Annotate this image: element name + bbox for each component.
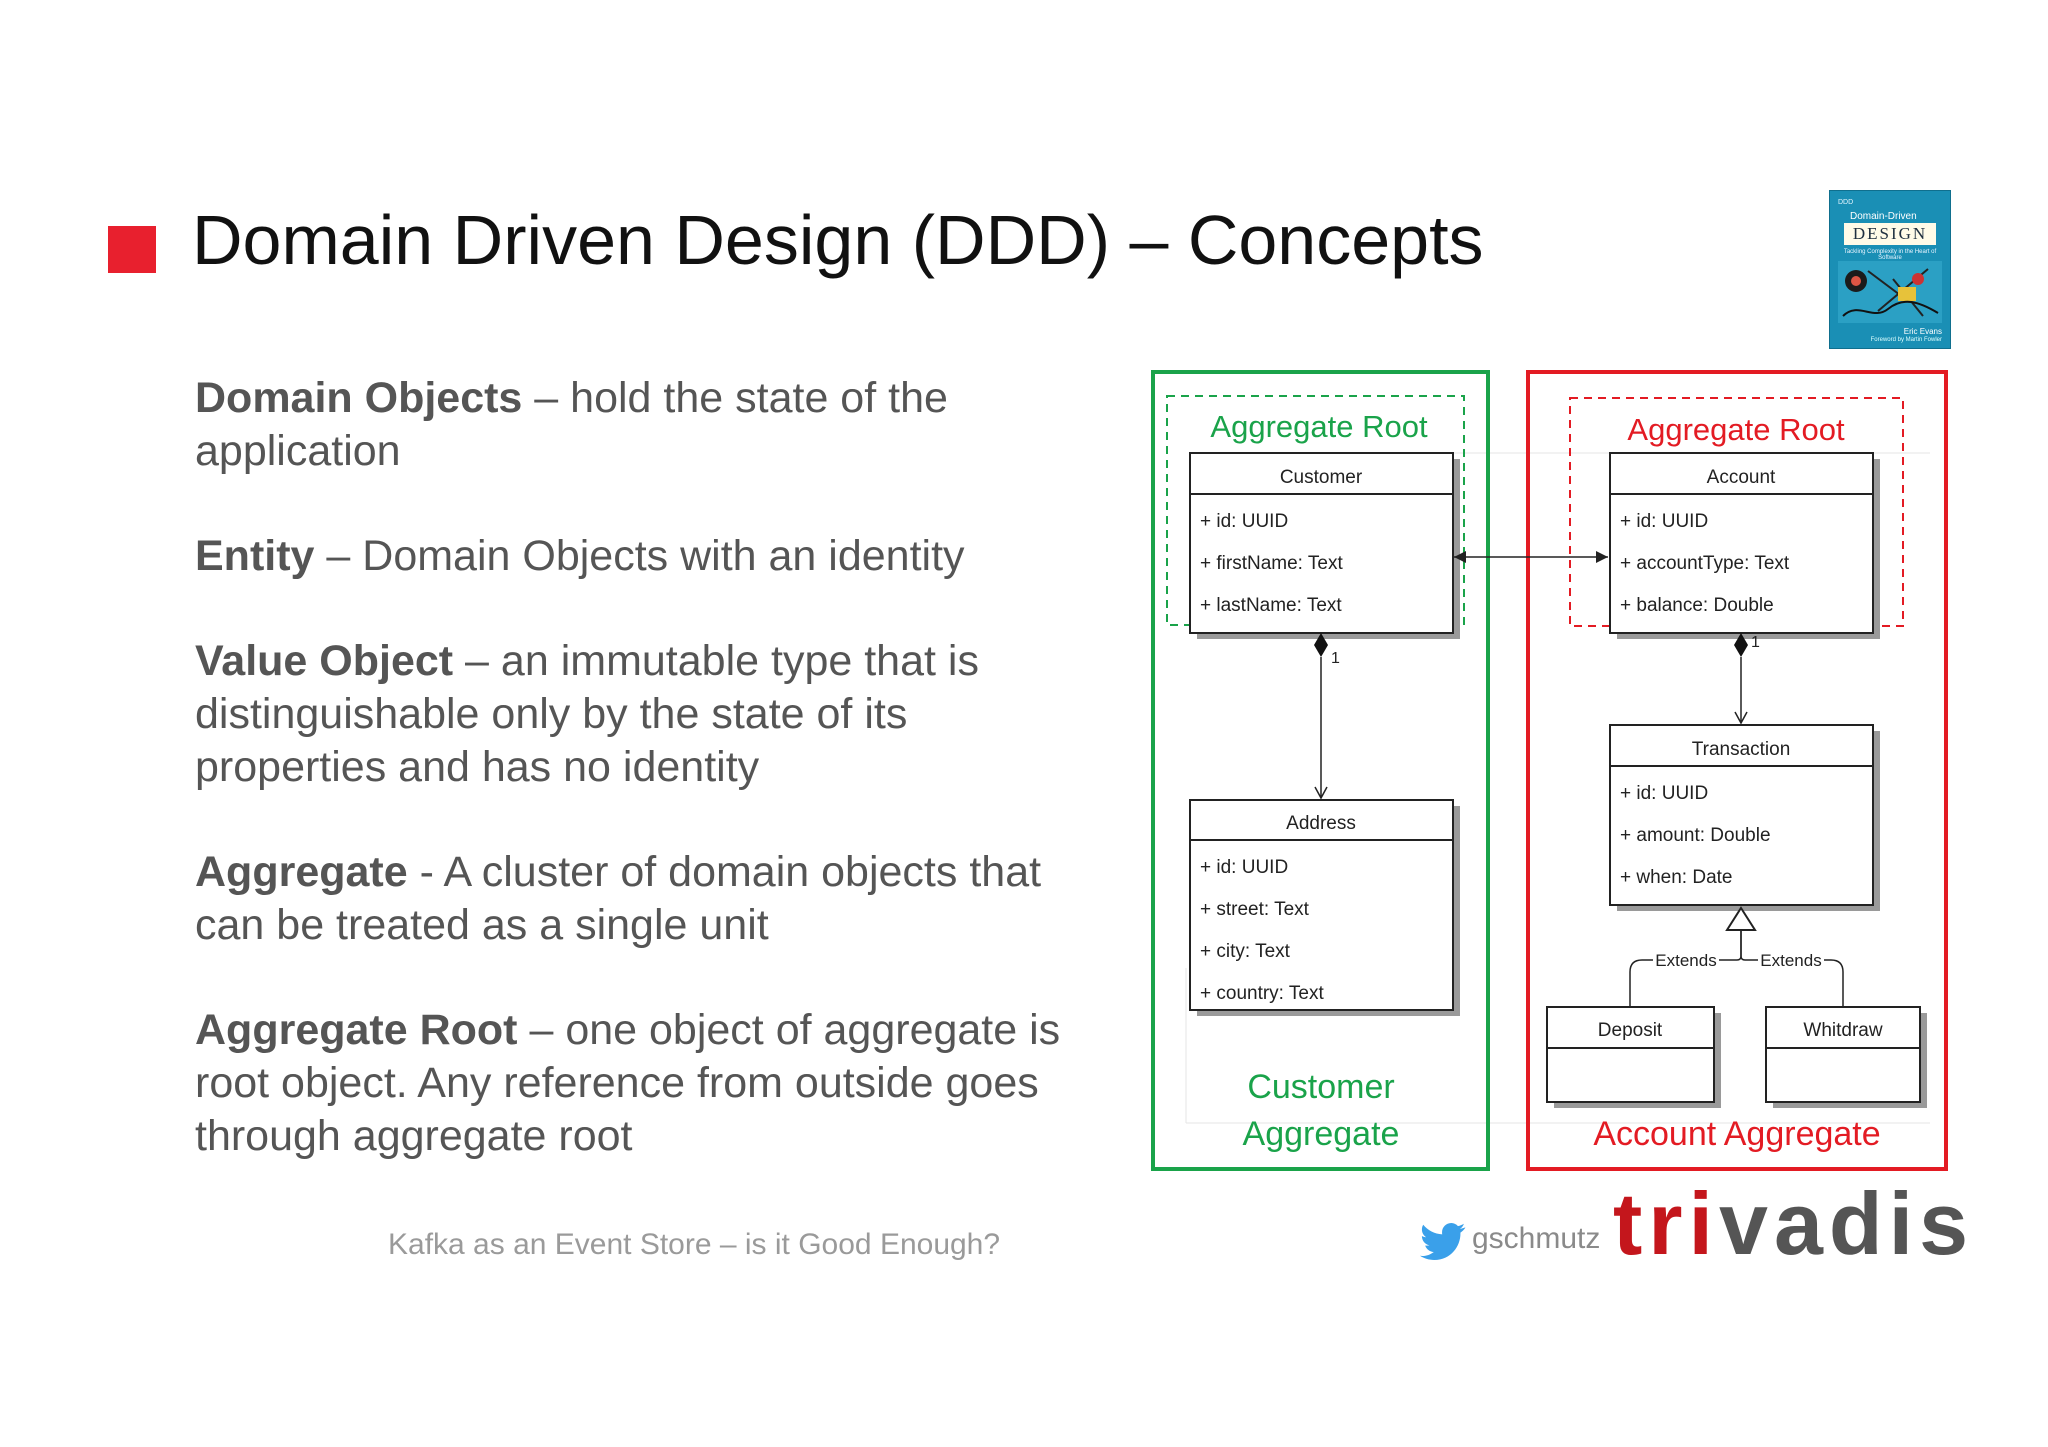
concept-item: Domain Objects – hold the state of the a… [195, 372, 1095, 478]
class-field: + when: Date [1620, 867, 1733, 888]
customer-aggregate-label: Aggregate [1243, 1115, 1400, 1153]
customer-class: Customer + id: UUID + firstName: Text + … [1189, 452, 1460, 639]
concept-text: an immutable type that is distinguishabl… [195, 637, 979, 791]
account-transaction-composition: 1 [1734, 633, 1760, 725]
class-field: + city: Text [1200, 941, 1291, 962]
twitter-handle: gschmutz [1472, 1222, 1601, 1255]
withdraw-class: Whitdraw [1765, 1006, 1927, 1108]
footer-talk-title: Kafka as an Event Store – is it Good Eno… [388, 1228, 1001, 1261]
class-name: Address [1286, 813, 1356, 834]
concept-text: Domain Objects with an identity [362, 532, 965, 580]
class-field: + country: Text [1200, 983, 1324, 1004]
concept-term: Aggregate [195, 848, 408, 896]
class-field: + firstName: Text [1200, 553, 1343, 574]
account-class: Account + id: UUID + accountType: Text +… [1609, 452, 1880, 639]
concept-text: hold the state of the application [195, 374, 948, 475]
concept-term: Value Object [195, 637, 454, 685]
class-field: + lastName: Text [1200, 595, 1342, 616]
concept-list: Domain Objects – hold the state of the a… [195, 372, 1095, 1215]
trivadis-logo: trivadis [1613, 1180, 1974, 1268]
class-name: Customer [1280, 467, 1363, 488]
logo-part-tri: tri [1613, 1174, 1719, 1273]
extends-label: Extends [1760, 951, 1821, 970]
book-series: DDD [1838, 199, 1854, 206]
book-top-text: Domain-Driven [1850, 211, 1917, 222]
title-bullet [108, 226, 156, 273]
multiplicity-label: 1 [1331, 650, 1340, 667]
customer-aggregate-border [1151, 370, 1490, 1171]
class-name: Whitdraw [1803, 1020, 1882, 1041]
customer-address-composition: 1 [1314, 633, 1340, 800]
class-field: + id: UUID [1620, 511, 1708, 532]
transaction-class: Transaction + id: UUID + amount: Double … [1609, 724, 1880, 911]
class-field: + accountType: Text [1620, 553, 1790, 574]
customer-root-label: Aggregate Root [1210, 409, 1428, 444]
class-name: Account [1707, 467, 1776, 488]
extends-label: Extends [1655, 951, 1716, 970]
account-root-boundary [1569, 397, 1904, 627]
account-aggregate-label: Account Aggregate [1593, 1115, 1880, 1153]
concept-separator: – [517, 1006, 566, 1054]
inheritance-triangle [1725, 906, 1757, 931]
book-subtitle: Tackling Complexity in the Heart of Soft… [1843, 249, 1937, 261]
book-artwork [1838, 261, 1942, 323]
account-root-label: Aggregate Root [1627, 412, 1845, 447]
concept-separator: - [407, 848, 444, 896]
concept-item: Value Object – an immutable type that is… [195, 635, 1095, 794]
class-field: + id: UUID [1620, 783, 1708, 804]
concept-item: Aggregate - A cluster of domain objects … [195, 846, 1095, 952]
class-field: + id: UUID [1200, 511, 1288, 532]
concept-separator: – [314, 532, 363, 580]
concept-item: Aggregate Root – one object of aggregate… [195, 1004, 1095, 1163]
class-field: + id: UUID [1200, 857, 1288, 878]
book-title: DESIGN [1844, 223, 1936, 245]
twitter-bird-icon [1420, 1223, 1466, 1261]
concept-separator: – [522, 374, 571, 422]
book-author: Eric Evans [1903, 327, 1942, 336]
class-name: Deposit [1598, 1020, 1663, 1041]
concept-separator: – [453, 637, 501, 685]
account-aggregate-border [1526, 370, 1948, 1171]
ddd-book-cover: DDD Domain-Driven DESIGN Tackling Comple… [1829, 190, 1951, 349]
multiplicity-label: 1 [1751, 634, 1760, 651]
generalization-arrows: Extends Extends [1629, 906, 1844, 1007]
concept-item: Entity – Domain Objects with an identity [195, 530, 1095, 583]
class-field: + balance: Double [1620, 595, 1774, 616]
class-field: + amount: Double [1620, 825, 1771, 846]
class-field: + street: Text [1200, 899, 1310, 920]
customer-aggregate-label: Customer [1247, 1068, 1394, 1106]
slide-title: Domain Driven Design (DDD) – Concepts [192, 201, 1484, 279]
concept-text: one object of aggregate is root object. … [195, 1006, 1061, 1160]
ddd-aggregate-diagram: Aggregate Root Customer Aggregate Aggreg… [1151, 370, 1948, 1171]
address-class: Address + id: UUID + street: Text + city… [1189, 799, 1460, 1016]
deposit-class: Deposit [1546, 1006, 1721, 1108]
concept-term: Aggregate Root [195, 1006, 518, 1054]
concept-term: Domain Objects [195, 374, 523, 422]
logo-part-vadis: vadis [1719, 1174, 1975, 1273]
concept-text: A cluster of domain objects that can be … [195, 848, 1042, 949]
book-foreword: Foreword by Martin Fowler [1870, 337, 1942, 343]
concept-term: Entity [195, 532, 315, 580]
class-name: Transaction [1692, 739, 1791, 760]
